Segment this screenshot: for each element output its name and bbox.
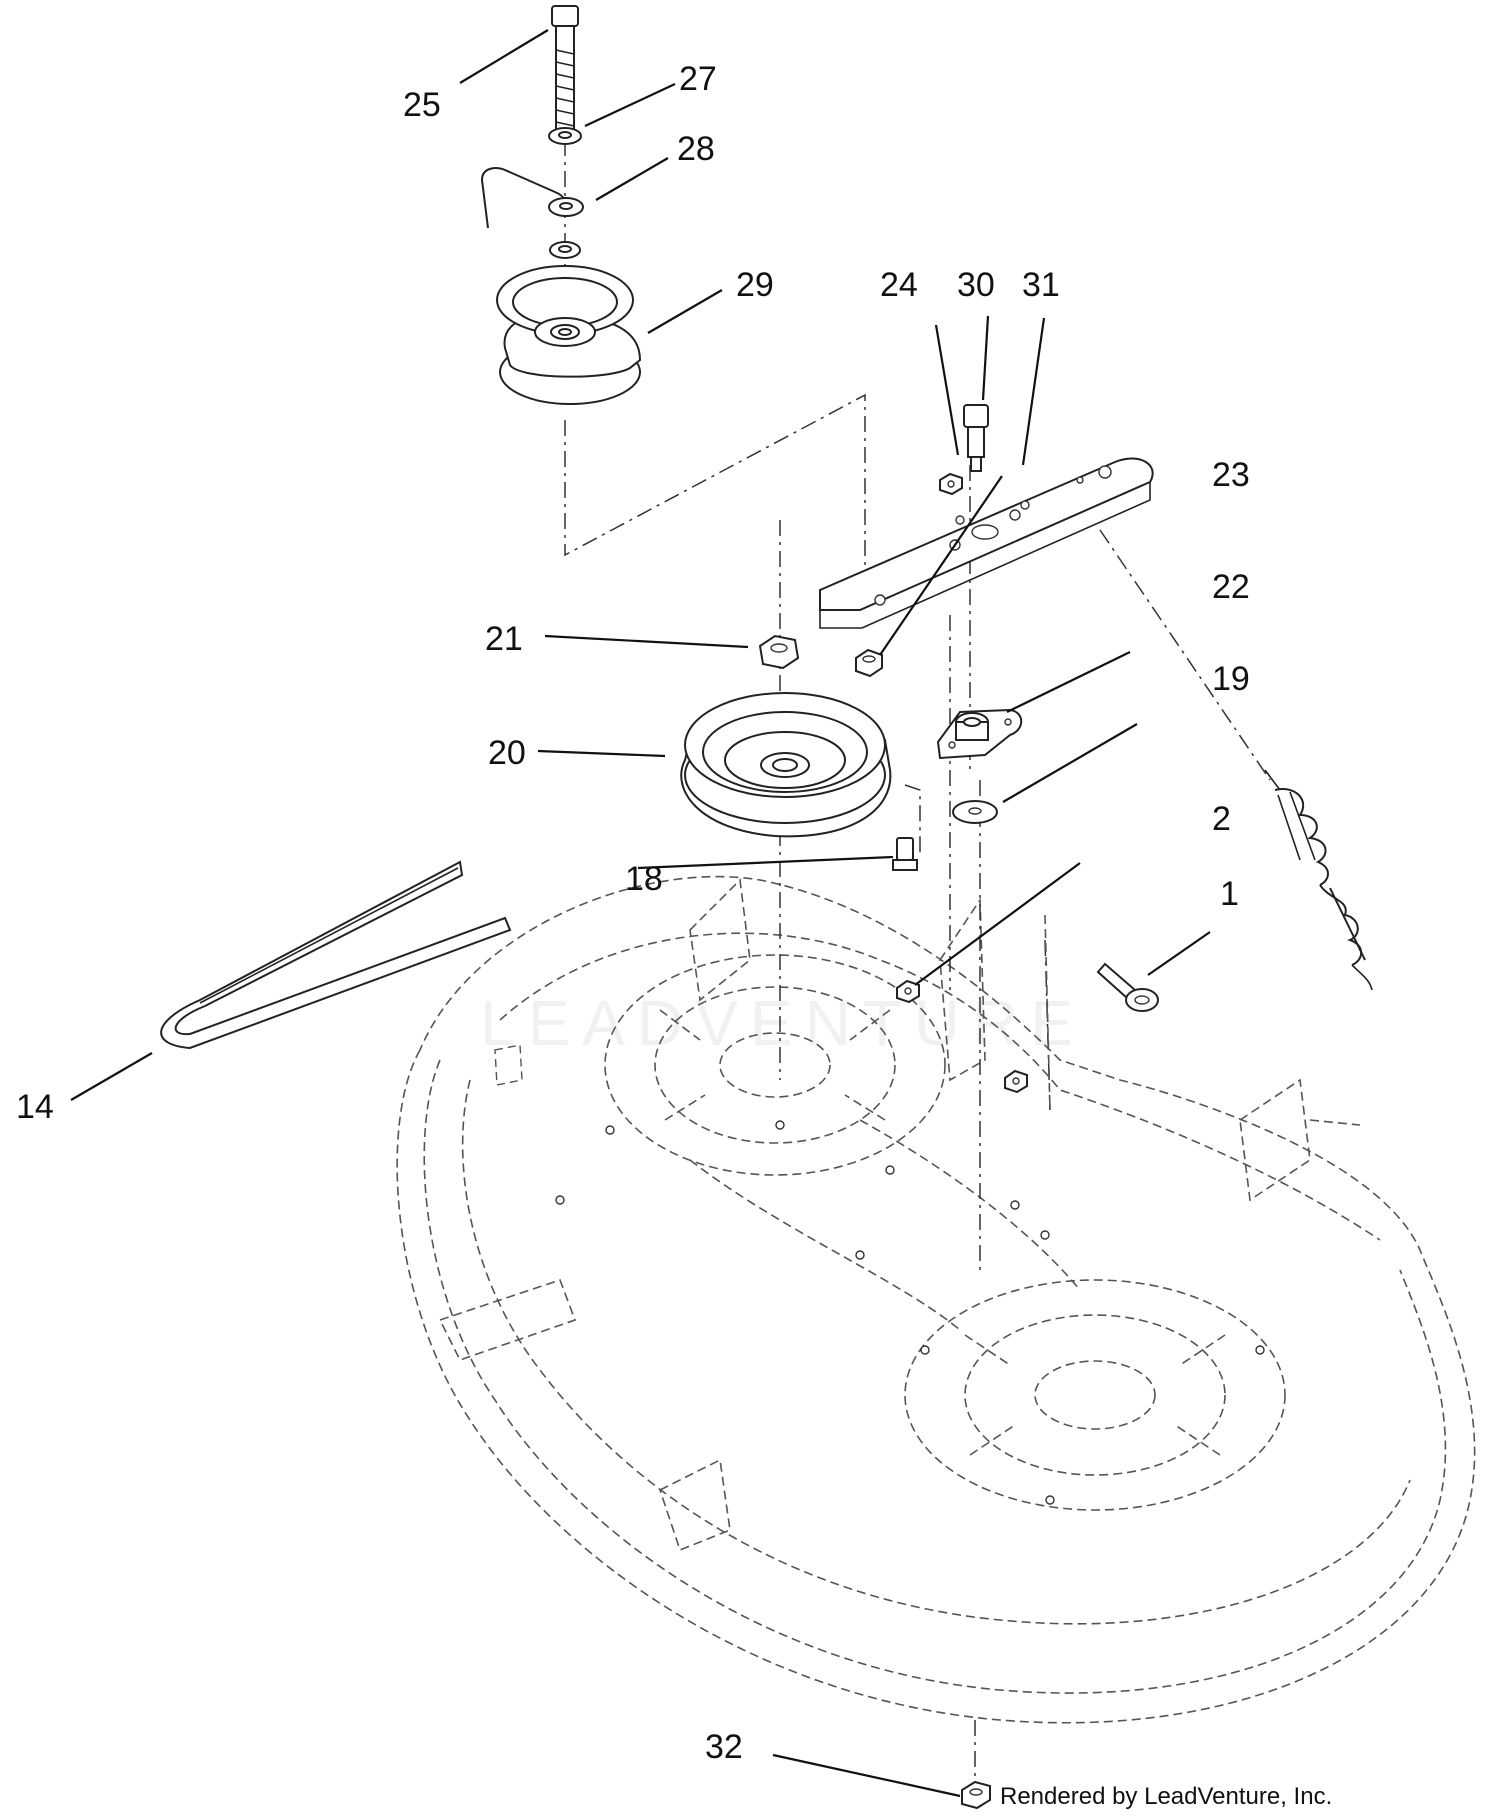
leader-lines <box>70 29 1211 1798</box>
nut-part-14 <box>961 1780 991 1810</box>
callout-24: 23 <box>1212 456 1250 494</box>
shoulder-bolt-part-31 <box>963 404 989 472</box>
callout-29: 28 <box>677 130 715 168</box>
callout-31: 30 <box>957 266 995 304</box>
nut-part-2 <box>896 979 920 1004</box>
callout-labels: 25 27 28 29 24 30 31 23 21 22 19 20 2 18… <box>16 60 1250 1766</box>
ghost-bracket <box>1044 914 1051 1111</box>
callout-22: 21 <box>485 620 523 658</box>
callout-28: 27 <box>679 60 717 98</box>
spring-assembly <box>1264 769 1373 991</box>
spacer-washer <box>549 241 581 259</box>
eye-bolt-part-1 <box>1096 962 1159 1012</box>
mower-deck <box>396 875 1476 1724</box>
rendered-by-credit: Rendered by LeadVenture, Inc. <box>1000 1783 1332 1810</box>
callout-21: 20 <box>488 734 526 772</box>
belt-part-18 <box>160 860 512 1050</box>
watermark-text: LEADVENTURE <box>480 987 1085 1059</box>
washer-part-19 <box>952 800 998 824</box>
callout-19: 19 <box>1212 660 1250 698</box>
washer-part-28 <box>548 127 582 145</box>
callout-2: 2 <box>1212 800 1231 838</box>
callout-14: 32 <box>705 1728 743 1766</box>
lock-nut-part-24 <box>855 648 883 678</box>
idler-pulley-part-30 <box>496 265 642 405</box>
callout-27: 25 <box>403 86 441 124</box>
idler-arm-part-32 <box>819 457 1154 629</box>
nut-bracket <box>1004 1069 1028 1094</box>
callout-18: 14 <box>16 1088 54 1126</box>
callout-1: 1 <box>1220 875 1239 913</box>
pulley-part-21 <box>680 692 892 838</box>
callout-25: 24 <box>880 266 918 304</box>
callout-23: 22 <box>1212 568 1250 606</box>
callout-32: 31 <box>1022 266 1060 304</box>
nut-part-22 <box>758 634 800 670</box>
callout-30: 29 <box>736 266 774 304</box>
bolt-part-27 <box>551 5 579 141</box>
assembly-center-lines <box>564 140 1271 1800</box>
nut-part-25 <box>939 472 963 496</box>
deck-holes <box>555 1120 1265 1505</box>
hook-part-29 <box>480 167 584 229</box>
callout-20: 18 <box>625 860 663 898</box>
bolt-part-20 <box>892 837 918 871</box>
